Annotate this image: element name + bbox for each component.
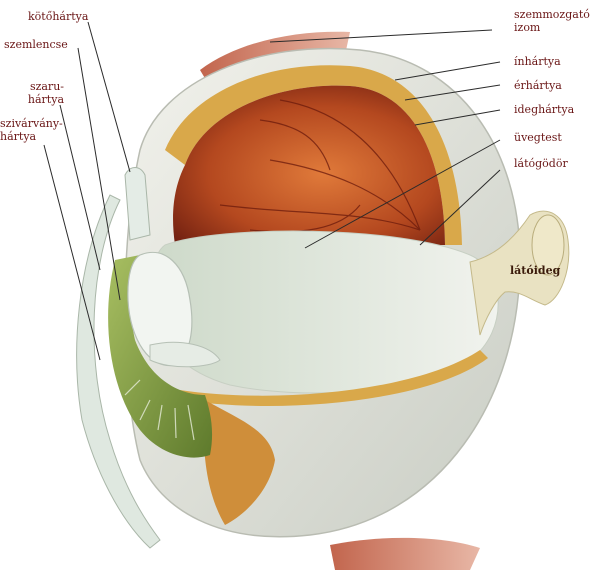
label-szaruhartya-line1: szaru- xyxy=(20,80,64,93)
label-latogodor: látógödör xyxy=(514,157,568,170)
label-szivarvanyhartya-line2: hártya xyxy=(0,130,63,143)
label-szemlencse: szemlencse xyxy=(4,38,68,51)
label-szemmozgato-line2: izom xyxy=(514,21,590,34)
label-szaruhartya-line2: hártya xyxy=(20,93,64,106)
label-szivarvanyhartya: szivárvány- hártya xyxy=(0,117,63,143)
label-uvegtest: üvegtest xyxy=(514,131,562,144)
label-szivarvanyhartya-line1: szivárvány- xyxy=(0,117,63,130)
eye-muscle-bottom xyxy=(330,538,480,570)
label-szemmozgato-izom: szemmozgató izom xyxy=(514,8,590,34)
label-ideghartya: ideghártya xyxy=(514,103,574,116)
label-latoideg: látóideg xyxy=(510,264,560,277)
label-szemmozgato-line1: szemmozgató xyxy=(514,8,590,21)
label-szaruhartya: szaru- hártya xyxy=(20,80,64,106)
label-inhartya: ínhártya xyxy=(514,55,561,68)
label-kotohartya: kötőhártya xyxy=(28,10,88,23)
label-erhartya: érhártya xyxy=(514,79,562,92)
